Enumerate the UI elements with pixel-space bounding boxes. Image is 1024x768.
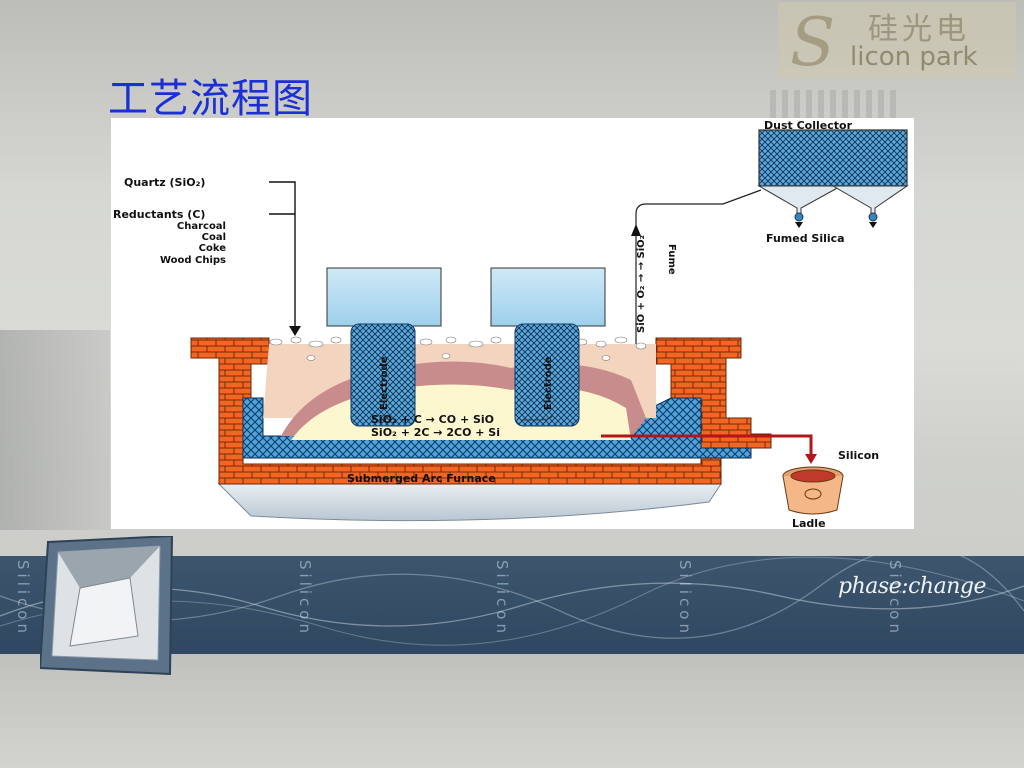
silicon-flow-arrow	[805, 454, 817, 464]
tapping-channel	[601, 434, 813, 458]
fumed-silica-label: Fumed Silica	[766, 232, 845, 245]
background-photo-fade	[0, 330, 110, 530]
dust-collector	[757, 129, 909, 228]
reductant-item: Wood Chips	[160, 255, 226, 266]
reductant-item: Coke	[199, 243, 227, 254]
feed-arrow	[289, 326, 301, 336]
left-electrode-label: Electrode	[379, 356, 390, 410]
fume-duct	[635, 189, 762, 418]
reductant-item: Charcoal	[177, 221, 226, 232]
logo-english-text: licon park	[850, 42, 978, 72]
process-diagram: Dust Collector Fumed Silica SiO + O₂ → →…	[111, 118, 914, 530]
ladle-label: Ladle	[792, 517, 826, 529]
reductant-item: Coal	[202, 232, 226, 243]
dust-collector-label: Dust Collector	[764, 119, 853, 132]
logo-chinese-text: 硅光电	[868, 12, 970, 47]
gas-stream-label: SiO + O₂ → → SiO₂	[636, 235, 647, 333]
band-watermark: Silicon	[493, 560, 511, 637]
band-watermark: Silicon	[296, 560, 314, 637]
brand-wordmark: phase:change	[838, 574, 986, 599]
furnace-diagram-svg: Dust Collector Fumed Silica SiO + O₂ → →…	[113, 119, 909, 530]
right-electrode	[490, 267, 606, 427]
band-watermark: Silicon	[676, 560, 694, 637]
fume-arrow	[631, 224, 641, 236]
fume-label: Fume	[666, 244, 677, 275]
left-electrode	[326, 267, 442, 427]
reaction-1: SiO₂ + C → CO + SiO	[371, 413, 494, 426]
logo-panel	[778, 2, 1016, 78]
logo-initial: S	[790, 4, 836, 81]
reductants-label: Reductants (C)	[113, 208, 205, 221]
right-electrode-label: Electrode	[543, 356, 554, 410]
band-watermark: Silicon	[886, 560, 904, 637]
silicon-label: Silicon	[838, 449, 879, 462]
furnace-label: Submerged Arc Furnace	[347, 472, 496, 485]
quartz-label: Quartz (SiO₂)	[124, 176, 205, 189]
slide-title: 工艺流程图	[108, 76, 313, 122]
gas-connector	[521, 413, 553, 421]
band-watermark: Silicon	[14, 560, 32, 637]
furnace-shell	[217, 483, 722, 522]
feed-line	[269, 181, 296, 330]
ladle	[782, 466, 844, 515]
frame-icon	[40, 536, 174, 676]
reaction-2: SiO₂ + 2C → 2CO + Si	[371, 426, 500, 439]
charge-stones	[269, 336, 647, 361]
